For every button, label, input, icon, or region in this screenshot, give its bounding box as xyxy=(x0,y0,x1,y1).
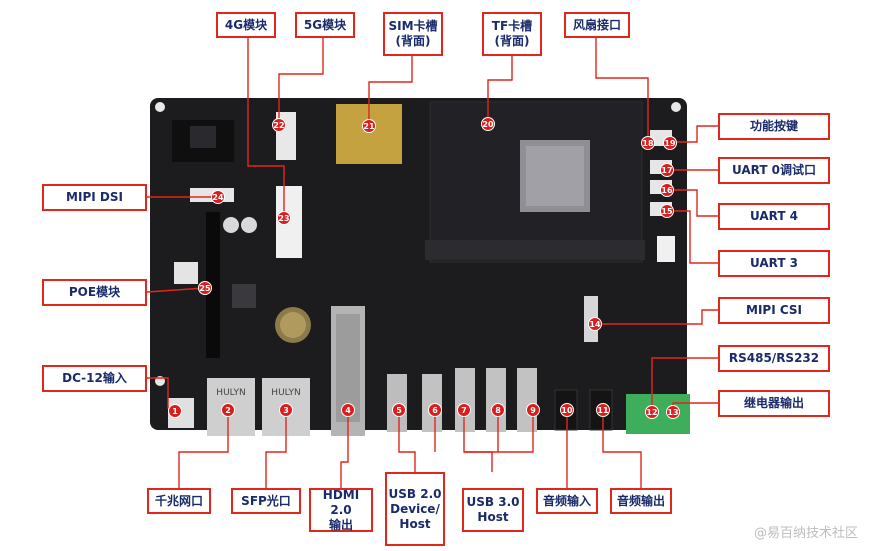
poe-module xyxy=(174,262,198,284)
marker-4: 4 xyxy=(341,403,355,417)
mounting-hole xyxy=(671,102,681,112)
inductor xyxy=(232,284,256,308)
leader-line-rs485 xyxy=(651,357,718,410)
label-uart0: UART 0调试口 xyxy=(718,157,830,184)
chip xyxy=(190,126,216,148)
marker-8: 8 xyxy=(491,403,505,417)
marker-10: 10 xyxy=(560,403,574,417)
marker-24: 24 xyxy=(211,190,225,204)
marker-20: 20 xyxy=(481,117,495,131)
white-connector xyxy=(657,236,675,262)
label-sim-slot: SIM卡槽 (背面) xyxy=(383,12,443,56)
label-usb2: USB 2.0 Device/ Host xyxy=(385,472,445,546)
marker-13: 13 xyxy=(666,405,680,419)
capacitor xyxy=(223,217,239,233)
label-rs485-rs232: RS485/RS232 xyxy=(718,345,830,372)
capacitor xyxy=(241,217,257,233)
leader-line-uart4 xyxy=(667,189,718,217)
marker-15: 15 xyxy=(660,204,674,218)
leader-line-tf xyxy=(487,56,513,124)
marker-6: 6 xyxy=(428,403,442,417)
label-relay-output: 继电器输出 xyxy=(718,390,830,417)
marker-1: 1 xyxy=(168,404,182,418)
leader-line-sim xyxy=(368,56,413,126)
module-connector xyxy=(425,240,645,260)
marker-12: 12 xyxy=(645,405,659,419)
label-gigabit-ethernet: 千兆网口 xyxy=(147,488,211,514)
marker-14: 14 xyxy=(588,317,602,331)
label-function-key: 功能按键 xyxy=(718,113,830,140)
label-dc12-input: DC-12输入 xyxy=(42,365,147,392)
marker-2: 2 xyxy=(221,403,235,417)
marker-23: 23 xyxy=(277,211,291,225)
mounting-hole xyxy=(155,102,165,112)
rj45-brand-text: HULYN xyxy=(216,388,245,398)
label-sfp-port: SFP光口 xyxy=(231,488,301,514)
leader-line-4g xyxy=(247,38,285,218)
label-hdmi-output: HDMI 2.0 输出 xyxy=(309,488,373,532)
usb3-port xyxy=(486,368,506,432)
watermark: @易百纳技术社区 xyxy=(753,526,858,541)
marker-18: 18 xyxy=(641,136,655,150)
leader-lines xyxy=(146,38,718,488)
label-uart4: UART 4 xyxy=(718,203,830,230)
leader-line-gbe xyxy=(178,410,229,488)
leader-line-sfp xyxy=(265,410,287,488)
marker-17: 17 xyxy=(660,163,674,177)
marker-11: 11 xyxy=(596,403,610,417)
label-usb3: USB 3.0 Host xyxy=(462,488,524,532)
leader-line-fan xyxy=(595,38,649,143)
usb3-port xyxy=(455,368,475,432)
marker-7: 7 xyxy=(457,403,471,417)
marker-16: 16 xyxy=(660,183,674,197)
marker-21: 21 xyxy=(362,119,376,133)
leader-line-func xyxy=(670,125,718,143)
label-audio-input: 音频输入 xyxy=(536,488,598,514)
label-audio-output: 音频输出 xyxy=(610,488,672,514)
label-uart3: UART 3 xyxy=(718,250,830,277)
leader-line-mipicsi xyxy=(595,309,718,325)
leader-line-hdmi xyxy=(340,410,349,488)
marker-25: 25 xyxy=(198,281,212,295)
label-fan-port: 风扇接口 xyxy=(564,12,630,38)
leader-line-5g xyxy=(278,38,324,125)
marker-19: 19 xyxy=(663,136,677,150)
leader-line-usb2a xyxy=(398,410,416,472)
label-mipi-dsi: MIPI DSI xyxy=(42,184,147,211)
pin-header xyxy=(206,212,220,358)
label-5g-module: 5G模块 xyxy=(295,12,355,38)
leader-line-uart3 xyxy=(667,210,718,264)
usb3-port xyxy=(517,368,537,432)
label-tf-slot: TF卡槽 (背面) xyxy=(482,12,542,56)
marker-3: 3 xyxy=(279,403,293,417)
soc-chip-surface xyxy=(526,146,584,206)
marker-22: 22 xyxy=(272,118,286,132)
marker-5: 5 xyxy=(392,403,406,417)
leader-line-usb3b xyxy=(464,410,534,453)
leader-line-audout xyxy=(602,410,642,488)
label-mipi-csi: MIPI CSI xyxy=(718,297,830,324)
label-poe-module: POE模块 xyxy=(42,279,147,306)
coin-battery-face xyxy=(280,312,306,338)
rj45-brand-text: HULYN xyxy=(271,388,300,398)
label-4g-module: 4G模块 xyxy=(216,12,276,38)
leader-line-poe xyxy=(146,287,206,293)
marker-9: 9 xyxy=(526,403,540,417)
